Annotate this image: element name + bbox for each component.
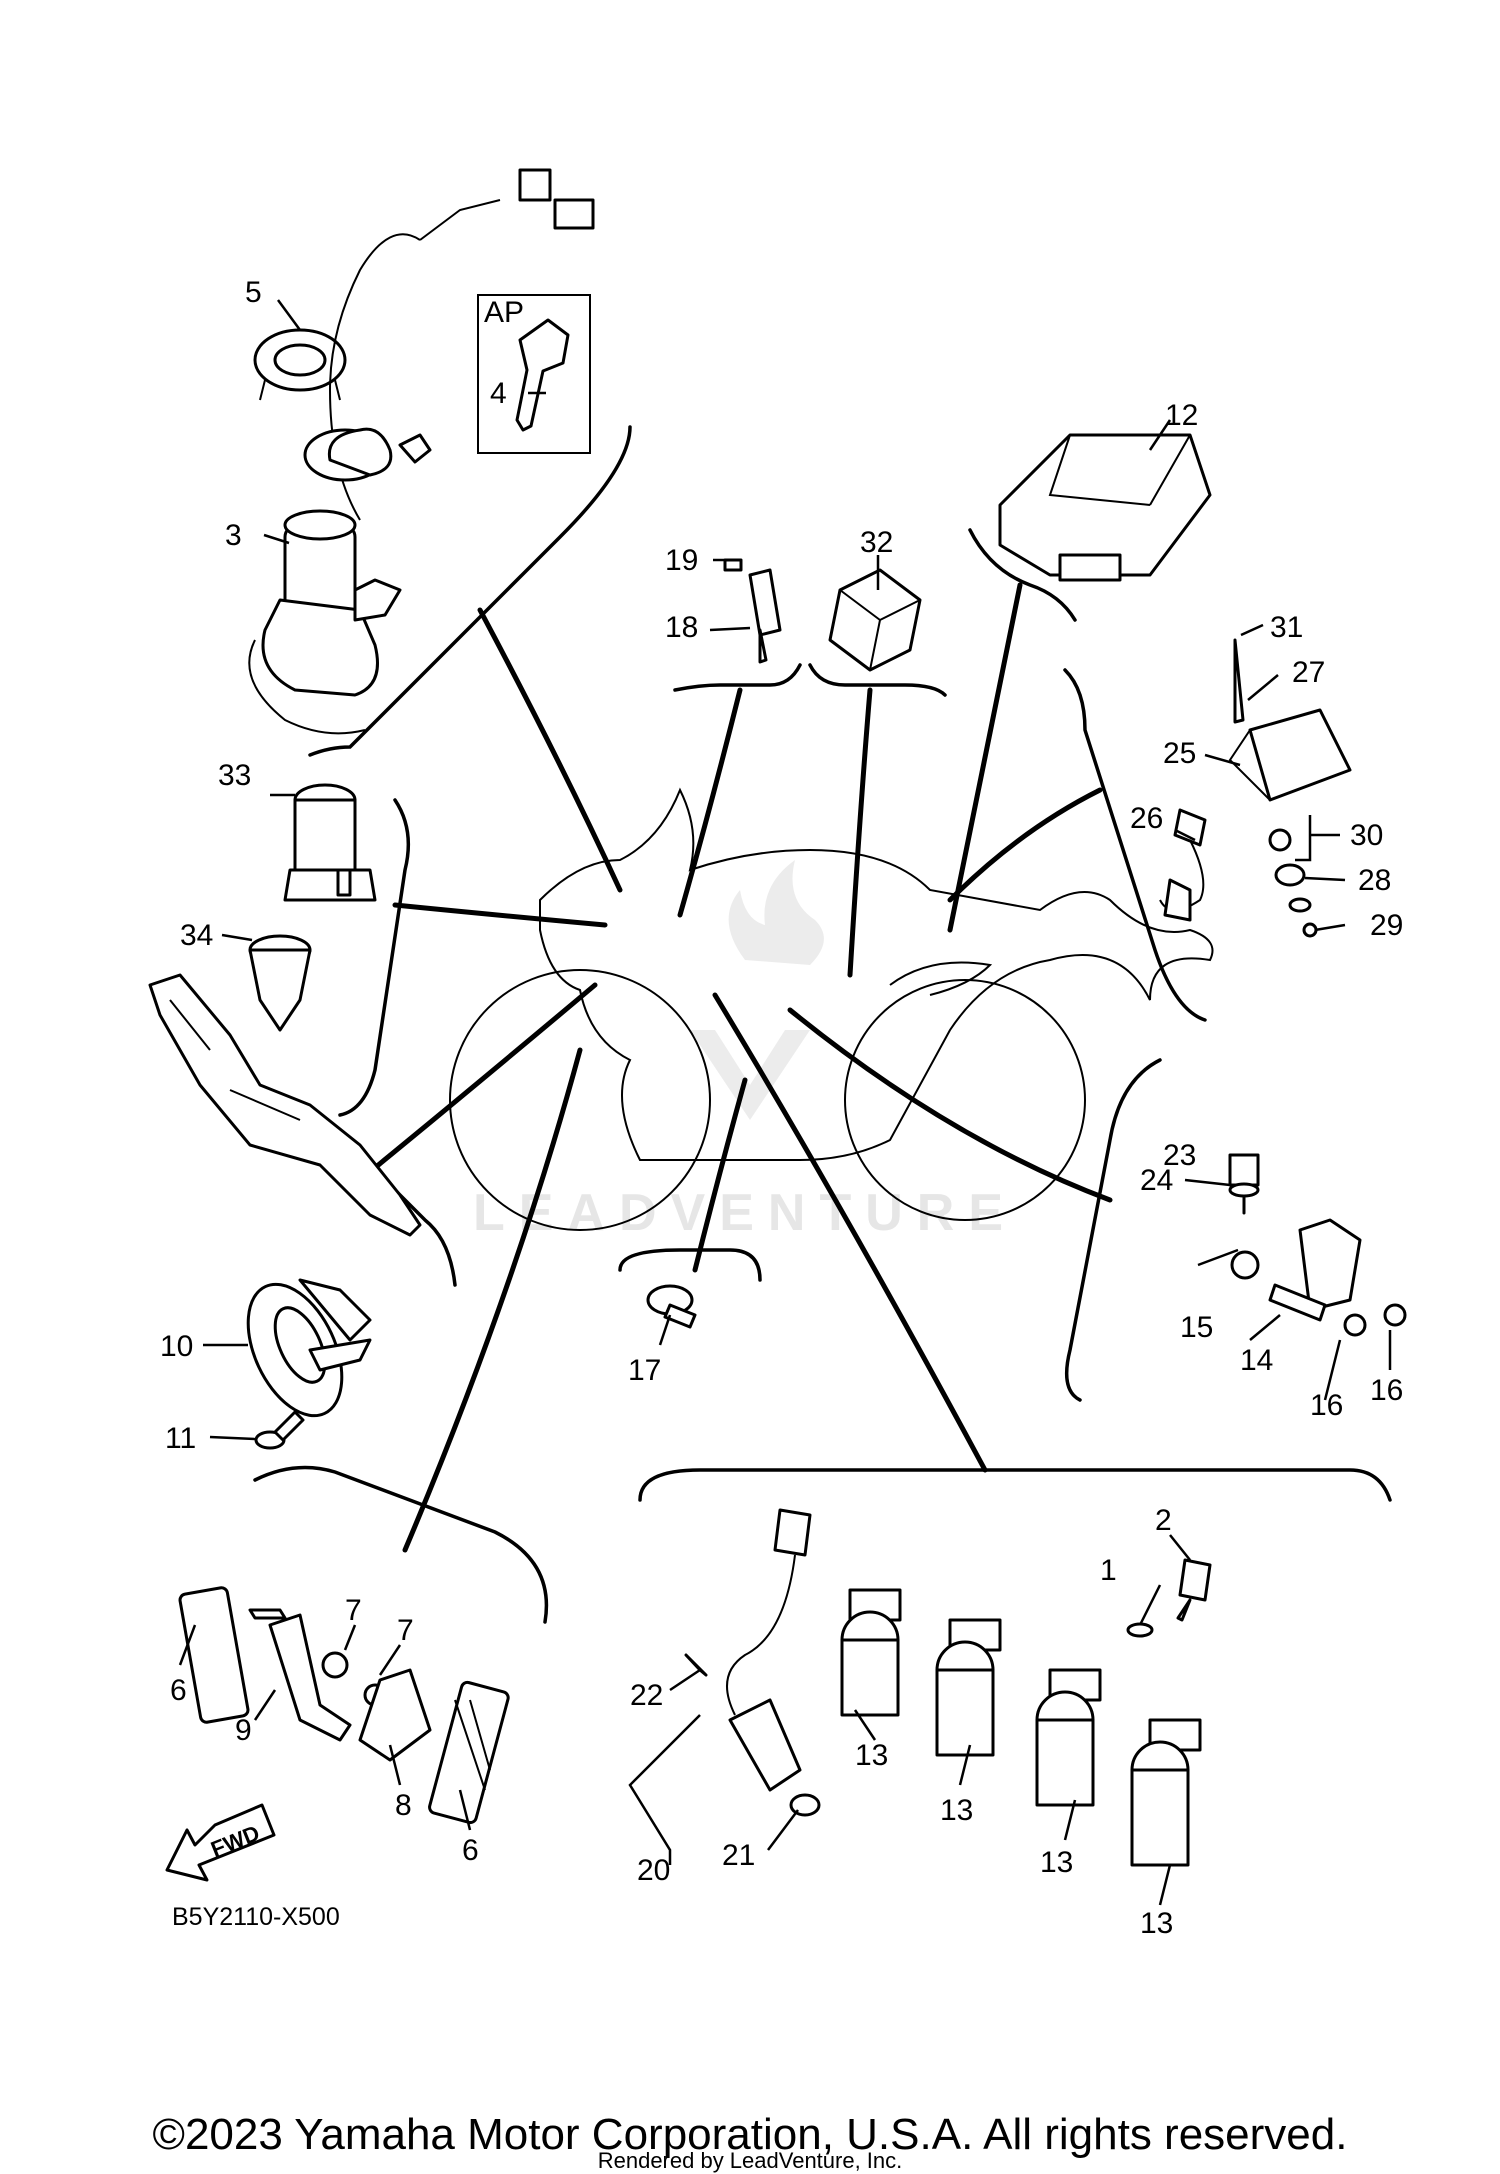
part-32-relay: [828, 568, 922, 672]
callout-20: 20: [637, 1854, 670, 1887]
callout-22: 22: [630, 1679, 663, 1712]
motorcycle-outline: [449, 787, 1214, 1231]
callout-13c: 13: [1040, 1846, 1073, 1879]
callout-8: 8: [395, 1789, 412, 1822]
callout-5: 5: [245, 276, 262, 309]
callout-12: 12: [1165, 399, 1198, 432]
callout-7b: 7: [397, 1614, 414, 1647]
ap-label: AP: [484, 296, 524, 329]
callout-14: 14: [1240, 1344, 1273, 1377]
callout-6b: 6: [462, 1834, 479, 1867]
part-25-31-sensor: [1159, 638, 1352, 938]
callout-11: 11: [165, 1422, 196, 1455]
callout-10: 10: [160, 1330, 193, 1363]
part-13-ignition-coils: [840, 1588, 1202, 1867]
callout-25: 25: [1163, 737, 1196, 770]
callout-23: 23: [1163, 1139, 1196, 1172]
callout-27: 27: [1292, 656, 1325, 689]
callout-9: 9: [235, 1714, 252, 1747]
callout-21: 21: [722, 1839, 755, 1872]
callout-26: 26: [1130, 802, 1163, 835]
part-6-9-reflector: [178, 1586, 510, 1825]
callout-19: 19: [665, 544, 698, 577]
copyright-notice: ©2023 Yamaha Motor Corporation, U.S.A. A…: [152, 2110, 1348, 2159]
part-1-2-sensor: [1126, 1558, 1212, 1638]
callout-4: 4: [490, 377, 507, 410]
callout-30: 30: [1350, 819, 1383, 852]
callout-leaders: [178, 299, 1392, 1906]
part-12-ecu: [998, 433, 1212, 582]
part-3-ignition-switch: [248, 168, 595, 735]
fwd-arrow: FWD: [165, 1803, 276, 1882]
callout-34: 34: [180, 919, 213, 952]
callout-24: 24: [1140, 1164, 1173, 1197]
callout-13d: 13: [1140, 1907, 1173, 1940]
part-33-34-socket: [248, 783, 377, 1032]
part-17-sensor: [646, 1284, 697, 1329]
callout-32: 32: [860, 526, 893, 559]
callout-18: 18: [665, 611, 698, 644]
rendered-by-credit: Rendered by LeadVenture, Inc.: [597, 2148, 903, 2173]
callout-7a: 7: [345, 1594, 362, 1627]
callout-15: 15: [1180, 1311, 1213, 1344]
part-20-22-sensor: [684, 1508, 821, 1817]
callout-2: 2: [1155, 1504, 1172, 1537]
part-10-horn: [148, 973, 422, 1418]
part-14-16-sensor: [1230, 1218, 1407, 1337]
callout-13b: 13: [940, 1794, 973, 1827]
callout-13a: 13: [855, 1739, 888, 1772]
callout-29: 29: [1370, 909, 1403, 942]
callout-1: 1: [1100, 1554, 1117, 1587]
callout-17: 17: [628, 1354, 661, 1387]
callout-33: 33: [218, 759, 251, 792]
part-11-bolt: [254, 1410, 305, 1450]
part-4-key-box: [477, 294, 591, 454]
leader-lines: [357, 582, 1113, 1553]
callout-16a: 16: [1310, 1389, 1343, 1422]
group-brackets: [243, 425, 1392, 1624]
callout-31: 31: [1270, 611, 1303, 644]
callout-16b: 16: [1370, 1374, 1403, 1407]
callout-labels: 1 2 3 4 5 6 6 7 7 8 9 10 11 12 13 13 13 …: [160, 276, 1403, 1940]
callout-3: 3: [225, 519, 242, 552]
watermark: LEADVENTURE: [473, 860, 1017, 1242]
part-23-24-switch: [1228, 1153, 1260, 1215]
callout-6a: 6: [170, 1674, 187, 1707]
callout-28: 28: [1358, 864, 1391, 897]
part-18-19-sensor: [723, 558, 782, 664]
diagram-code: B5Y2110-X500: [172, 1903, 340, 1931]
watermark-text: LEADVENTURE: [473, 1184, 1017, 1242]
